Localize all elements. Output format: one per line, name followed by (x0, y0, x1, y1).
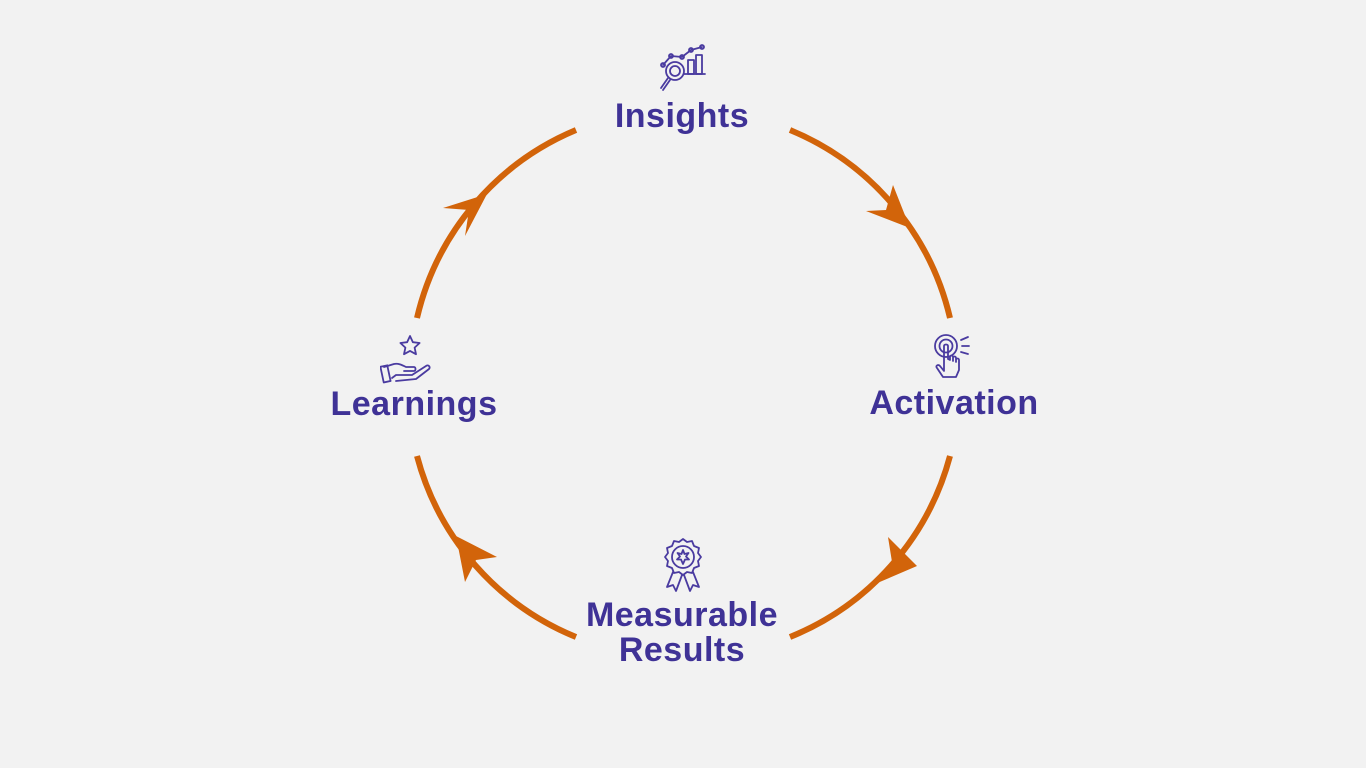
arrowhead-to-results (875, 537, 917, 584)
arrowhead-to-activation (866, 185, 910, 228)
arc-activation-to-results (788, 455, 953, 640)
arc-learnings-to-insights (414, 127, 578, 319)
hand-star-icon (380, 335, 431, 384)
arrowhead-to-learnings (456, 536, 497, 582)
node-label-results-line1: Measurable (585, 596, 779, 634)
touch-tap-icon (934, 334, 970, 378)
analytics-magnifier-icon (660, 44, 706, 91)
node-label-learnings: Learnings (330, 385, 498, 423)
award-ribbon-icon (664, 538, 702, 592)
arc-insights-to-activation (788, 127, 953, 319)
arrowhead-to-insights (443, 194, 487, 236)
node-label-results-line2: Results (618, 631, 746, 669)
node-label-insights: Insights (614, 97, 750, 135)
node-label-activation: Activation (869, 384, 1039, 422)
arc-results-to-learnings (414, 455, 578, 640)
